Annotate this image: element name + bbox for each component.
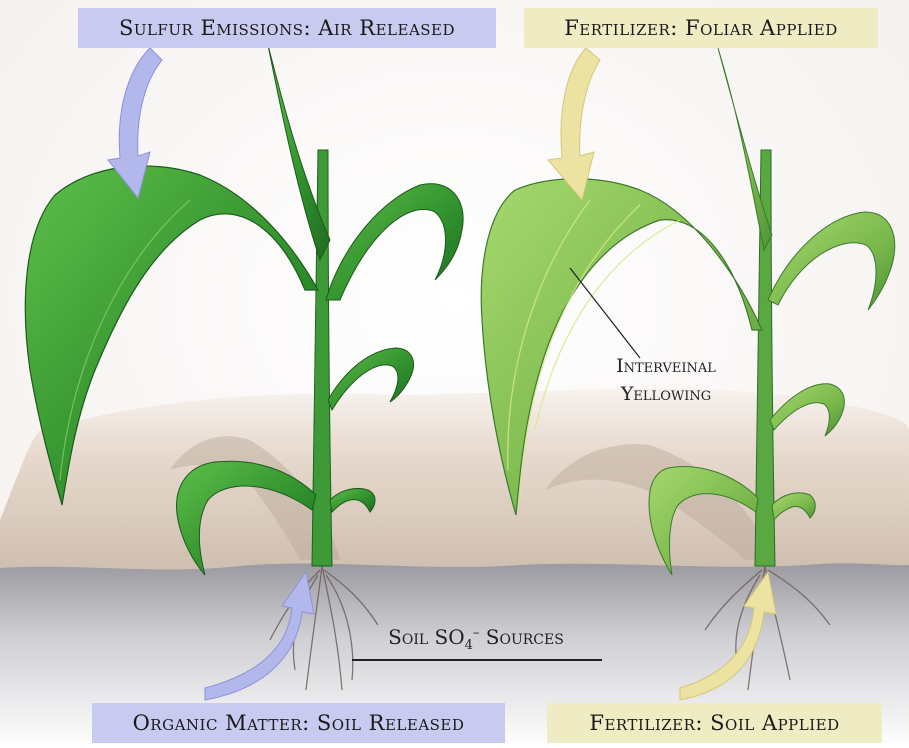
soil-sources-title: Soil SO4– Sources (352, 625, 600, 653)
annotation-interveinal-yellowing: Interveinal Yellowing (578, 352, 754, 408)
annotation-line-1: Interveinal (578, 352, 754, 380)
soil-title-underline (352, 659, 602, 661)
label-fertilizer-soil: Fertilizer: Soil Applied (547, 703, 882, 743)
soil-title-superscript: – (473, 625, 480, 640)
label-sulfur-emissions: Sulfur Emissions: Air Released (78, 8, 496, 48)
soil-title-subscript: 4 (465, 638, 473, 653)
soil-title-prefix: Soil SO (388, 625, 464, 649)
label-fertilizer-foliar: Fertilizer: Foliar Applied (524, 8, 878, 48)
annotation-line-2: Yellowing (578, 380, 754, 408)
label-organic-matter: Organic Matter: Soil Released (92, 703, 505, 743)
soil-title-suffix: Sources (486, 625, 564, 649)
